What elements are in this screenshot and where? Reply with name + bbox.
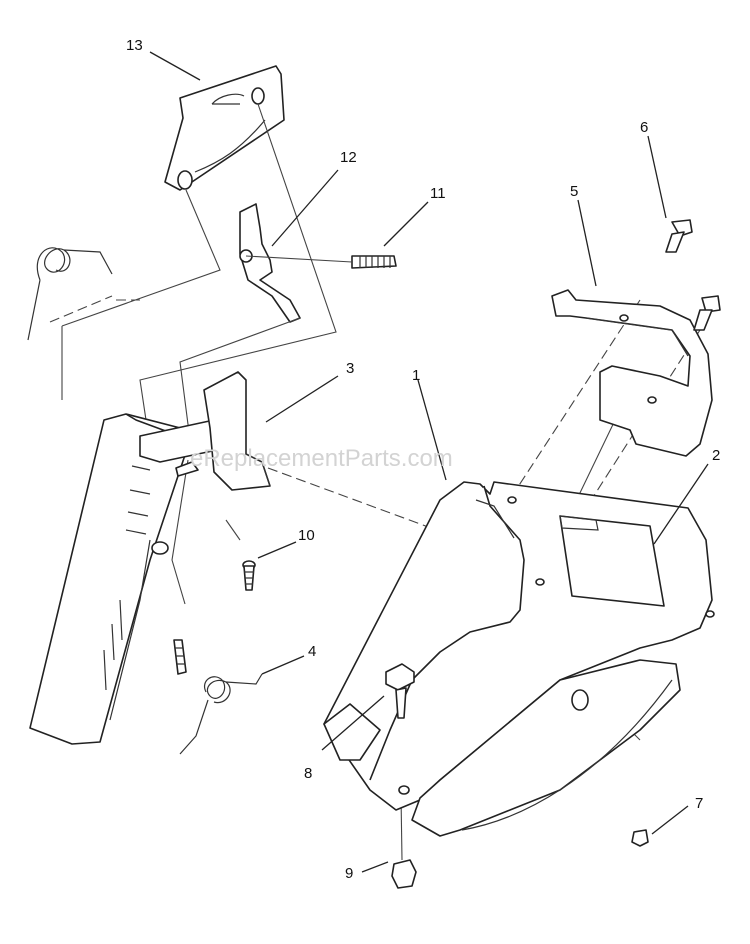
part-6-bolts <box>665 219 721 331</box>
torsion-spring-top <box>27 247 113 341</box>
callout-11: 11 <box>430 185 446 202</box>
callout-13: 13 <box>126 37 143 54</box>
callout-6: 6 <box>640 119 648 136</box>
plate-screw <box>151 541 187 675</box>
watermark-text: eReplacementParts.com <box>190 445 453 472</box>
callout-9: 9 <box>345 865 353 882</box>
deflector-plate <box>29 413 191 745</box>
part-9-nut <box>391 859 417 889</box>
part-12-latch-lever <box>239 203 301 323</box>
callout-2: 2 <box>712 447 720 464</box>
callout-3: 3 <box>346 360 354 377</box>
part-3-arm-bracket <box>139 371 271 491</box>
callout-7: 7 <box>695 795 703 812</box>
callout-8: 8 <box>304 765 312 782</box>
part-1-housing <box>323 481 715 837</box>
callout-labels: 1 2 3 4 5 6 7 8 9 10 11 12 13 <box>126 37 720 882</box>
part-13-bracket-plate <box>164 65 285 191</box>
callout-4: 4 <box>308 643 316 660</box>
callout-1: 1 <box>412 367 420 384</box>
part-7-bolt <box>631 829 649 847</box>
part-4-spring <box>179 673 263 755</box>
part-10-screw <box>242 560 256 591</box>
leader-lines <box>149 51 709 873</box>
part-11-bolt <box>351 255 397 269</box>
callout-12: 12 <box>340 149 357 166</box>
callout-5: 5 <box>570 183 578 200</box>
part-8-bolt <box>385 663 415 719</box>
part-5-bracket <box>551 289 713 457</box>
callout-10: 10 <box>298 527 315 544</box>
